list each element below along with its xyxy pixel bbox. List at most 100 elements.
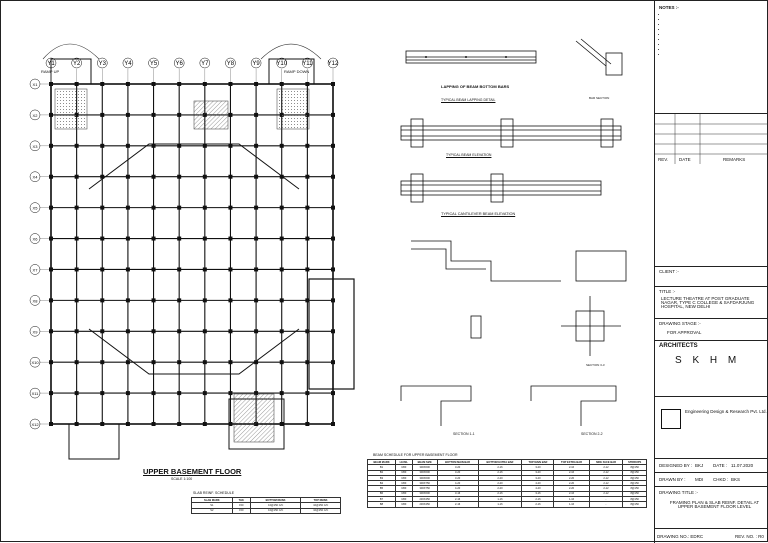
column bbox=[331, 298, 335, 303]
column bbox=[202, 143, 207, 148]
column bbox=[202, 422, 207, 426]
column bbox=[125, 329, 130, 334]
drawing-title-block: DRAWING TITLE :- FRAMING PLAN & SLAB REI… bbox=[655, 486, 768, 528]
column bbox=[49, 112, 53, 117]
drawn-label: DRAWN BY : bbox=[659, 477, 686, 482]
column bbox=[151, 205, 156, 210]
column bbox=[177, 422, 182, 426]
row-label: X11 bbox=[32, 391, 40, 396]
column bbox=[49, 422, 53, 426]
date-value: 11.07.2020 bbox=[731, 463, 754, 468]
column bbox=[331, 174, 335, 179]
drawing-title: FRAMING PLAN & SLAB REINF. DETAIL AT UPP… bbox=[669, 500, 760, 509]
column bbox=[151, 360, 156, 365]
column bbox=[202, 329, 207, 334]
column bbox=[331, 112, 335, 117]
column bbox=[151, 329, 156, 334]
column bbox=[305, 174, 310, 179]
row-label-bubble bbox=[29, 295, 41, 306]
column bbox=[305, 236, 310, 241]
column bbox=[305, 422, 310, 426]
column bbox=[305, 329, 310, 334]
col-label: Y12 bbox=[328, 61, 339, 67]
col-label-bubble bbox=[250, 57, 262, 69]
note-item bbox=[667, 53, 767, 58]
column bbox=[305, 267, 310, 272]
table-cell: 1-16 bbox=[477, 501, 523, 508]
column bbox=[125, 360, 130, 365]
col-label: Y8 bbox=[227, 61, 235, 67]
column bbox=[331, 82, 335, 86]
column bbox=[177, 267, 182, 272]
table-cell: 2-16 bbox=[436, 501, 479, 508]
rev-remarks-col: REMARKS bbox=[723, 157, 746, 162]
column bbox=[151, 112, 156, 117]
column bbox=[254, 205, 259, 210]
column bbox=[151, 267, 156, 272]
col-label-bubble bbox=[97, 57, 108, 69]
plan-title: UPPER BASEMENT FLOOR bbox=[143, 467, 242, 476]
column bbox=[279, 82, 284, 86]
column bbox=[49, 174, 53, 179]
column bbox=[100, 267, 105, 272]
column bbox=[202, 236, 207, 241]
rev-no: REV. NO. : R0 bbox=[735, 534, 764, 539]
column bbox=[279, 205, 284, 210]
column bbox=[254, 174, 259, 179]
column bbox=[228, 422, 233, 426]
row-label-bubble bbox=[29, 326, 41, 337]
col-label-bubble bbox=[199, 57, 211, 69]
stage-block: DRAWING STAGE :- FOR APPROVAL bbox=[655, 318, 768, 340]
column bbox=[100, 360, 105, 365]
column bbox=[228, 267, 233, 272]
column bbox=[228, 298, 233, 303]
column bbox=[151, 143, 156, 148]
column bbox=[177, 391, 182, 396]
column bbox=[74, 360, 79, 365]
column bbox=[74, 422, 79, 426]
column bbox=[125, 267, 130, 272]
column bbox=[228, 360, 233, 365]
elevation-title: TYPICAL BEAM ELEVATION bbox=[446, 153, 492, 157]
column bbox=[331, 360, 335, 365]
row-label-bubble bbox=[29, 140, 41, 152]
table-cell: 2-16 bbox=[521, 501, 555, 508]
column bbox=[125, 422, 130, 426]
title-label: TITLE :- bbox=[659, 289, 676, 294]
col-label: Y6 bbox=[176, 61, 184, 67]
column bbox=[74, 143, 79, 148]
column bbox=[254, 143, 259, 148]
column bbox=[228, 329, 233, 334]
column bbox=[305, 143, 310, 148]
column bbox=[151, 236, 156, 241]
col-label-bubble bbox=[173, 57, 185, 69]
column bbox=[279, 143, 284, 148]
column bbox=[100, 422, 105, 426]
column bbox=[100, 143, 105, 148]
col-label-bubble bbox=[276, 57, 287, 69]
column bbox=[100, 329, 105, 334]
drawing-no-row: DRAWING NO.: EDRC REV. NO. : R0 bbox=[655, 528, 768, 542]
column bbox=[125, 143, 130, 148]
stage-label: DRAWING STAGE :- bbox=[659, 321, 701, 326]
architects-label: ARCHITECTS bbox=[659, 343, 698, 349]
section-3-title: SECTION 3-3 bbox=[586, 363, 605, 367]
col-label-bubble bbox=[148, 57, 159, 69]
column bbox=[125, 112, 130, 117]
row-label-bubble bbox=[29, 233, 41, 244]
column bbox=[49, 391, 53, 396]
plan-scale: SCALE 1:100 bbox=[171, 477, 193, 481]
column bbox=[177, 143, 182, 148]
column bbox=[331, 143, 335, 148]
column bbox=[125, 174, 130, 179]
column bbox=[228, 143, 233, 148]
row-label: X7 bbox=[33, 267, 39, 272]
column bbox=[254, 360, 259, 365]
column bbox=[74, 391, 79, 396]
column bbox=[49, 143, 53, 148]
